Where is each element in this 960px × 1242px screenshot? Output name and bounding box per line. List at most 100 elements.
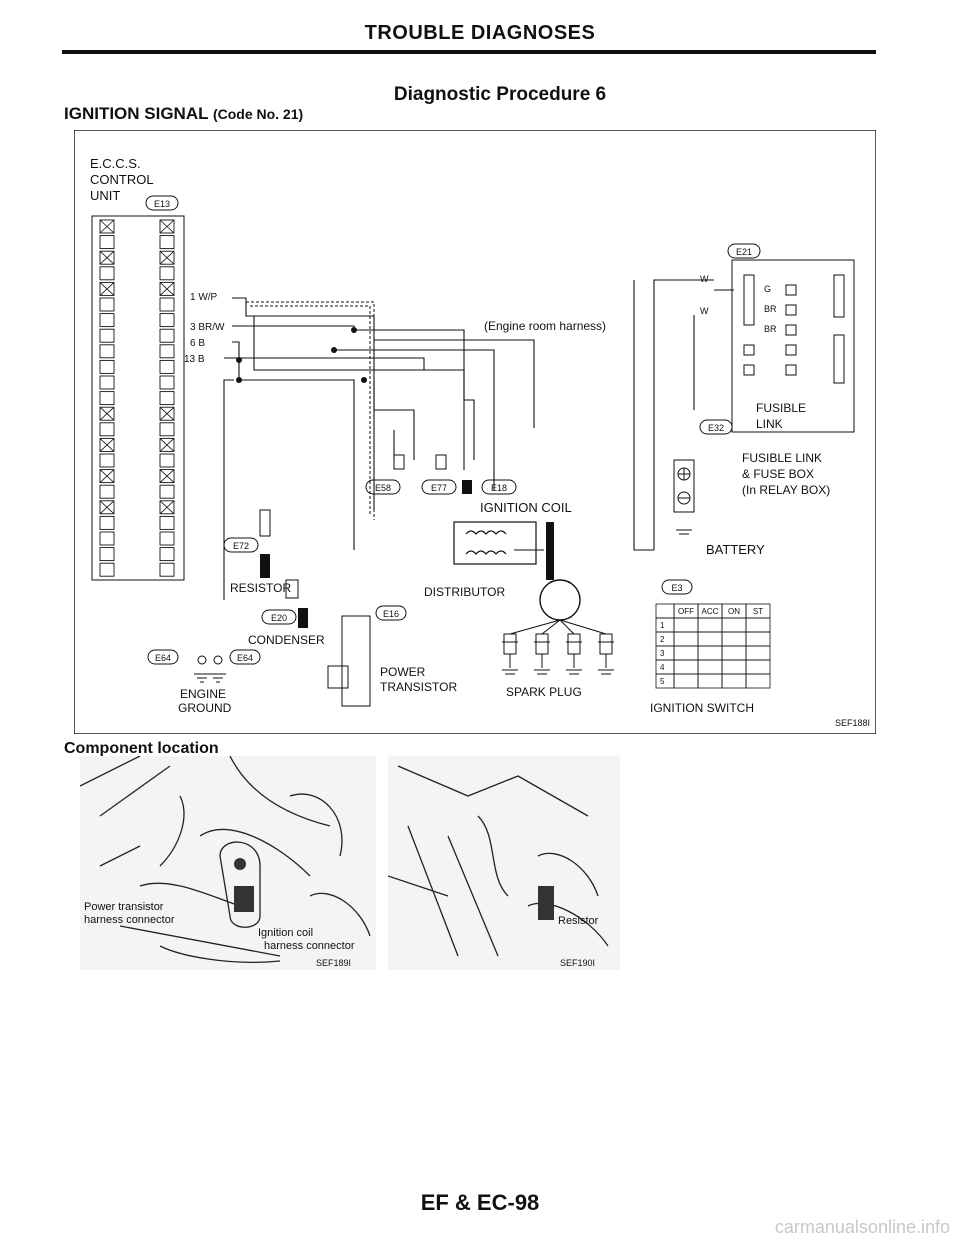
ecu-pin [159,359,175,374]
switch-cell [721,645,747,661]
switch-row-label: 2 [660,635,665,644]
spark-plug-label: SPARK PLUG [506,685,582,699]
ground-symbols [194,655,226,683]
spark-plug [599,633,613,655]
ecu-pin [99,547,115,562]
switch-cell [673,631,699,647]
ecu-pin [159,437,175,452]
spark-plugs [502,619,614,675]
switch-cell [745,659,771,675]
fuse-box-outline [731,259,855,433]
switch-cell [745,645,771,661]
ecu-pin [159,406,175,421]
ecu-pin [99,219,115,234]
switch-header-cell: ST [753,607,763,616]
switch-cell [745,617,771,633]
fuse-wire-w1: W [700,274,709,284]
svg-text:E20: E20 [271,613,287,623]
svg-text:E21: E21 [736,247,752,257]
ecu-pin [159,375,175,390]
svg-text:E77: E77 [431,483,447,493]
ecu-pin [99,328,115,343]
svg-text:E16: E16 [383,609,399,619]
spark-plug-ground [566,641,582,675]
ecu-pin [99,344,115,359]
wiring-diagram: E.C.C.S. CONTROL UNIT E13 1 W/P 3 BR/W 6… [74,130,876,734]
battery-symbol [673,459,695,535]
ecu-pin [99,453,115,468]
ecu-pin-mark [159,438,175,452]
power-transistor-label-2: TRANSISTOR [380,680,457,694]
fuse-box-label-1: FUSIBLE LINK [742,451,822,465]
switch-cell [655,603,675,619]
ecu-pin [99,515,115,530]
ecu-connector-column-a [99,219,115,577]
ecu-pin [99,437,115,452]
switch-cell [721,631,747,647]
ecu-pin [159,250,175,265]
section-title: IGNITION SIGNAL (Code No. 21) [64,104,303,124]
fuse-wire-g: G [764,284,771,294]
ecu-pin [159,281,175,296]
engine-sketch-left [80,756,371,963]
ecu-pin-mark [159,406,175,421]
ecu-label-1: E.C.C.S. [90,156,141,171]
switch-row-label: 4 [660,663,665,672]
ecu-pin [99,562,115,577]
label-resistor: Resistor [558,915,599,927]
battery-label: BATTERY [706,542,765,557]
connector-e21: E21 [727,243,761,259]
svg-text:E64: E64 [237,653,253,663]
plug-lead [559,619,575,635]
section-name: IGNITION SIGNAL [64,104,209,123]
plug-lead [559,619,607,635]
connector-e20: E20 [261,609,297,625]
switch-cell [655,673,675,689]
switch-cell [673,617,699,633]
switch-cell [673,645,699,661]
e58-pin-a [393,454,405,470]
engine-sketch-fill-left [234,858,254,912]
power-transistor-symbol [327,665,349,689]
e77-pin-b [462,480,472,494]
switch-row-label: 5 [660,677,665,686]
distributor-label: DISTRIBUTOR [424,585,505,599]
engine-sketch-right [388,765,609,957]
switch-cell [655,617,675,633]
ecu-pin-mark [99,438,115,452]
switch-cell [697,645,723,661]
connector-e18: E18 [481,479,517,495]
connector-e16: E16 [375,605,407,621]
pin-label-3: 3 BR/W [190,322,225,333]
power-transistor-housing [341,615,371,707]
harness-note: (Engine room harness) [484,319,606,333]
svg-text:E58: E58 [375,483,391,493]
plug-lead [541,619,561,635]
switch-cell [697,673,723,689]
spark-plug [503,633,517,655]
switch-cell [673,659,699,675]
connector-e58: E58 [365,479,401,495]
ecu-pin [159,500,175,515]
ecu-pin [159,453,175,468]
ecu-pin [99,235,115,250]
switch-cell [655,659,675,675]
switch-row-label: 3 [660,649,665,658]
fusible-link-blocks [743,274,845,384]
ecu-pin-mark [99,406,115,421]
ecu-pin [99,531,115,546]
switch-cell [697,617,723,633]
connector-e77: E77 [421,479,457,495]
switch-header-cell: OFF [678,607,694,616]
ecu-pin-mark [99,469,115,483]
spark-plug-ground [534,641,550,675]
ecu-pin [99,266,115,281]
watermark: carmanualsonline.info [774,1217,950,1237]
diagram-reference: SEF188I [835,718,870,728]
resistor-symbol [285,579,299,599]
svg-text:E18: E18 [491,483,507,493]
spark-plug [567,633,581,655]
ecu-pin [159,515,175,530]
engine-ground-label-2: GROUND [178,701,232,715]
ecu-pin [159,328,175,343]
